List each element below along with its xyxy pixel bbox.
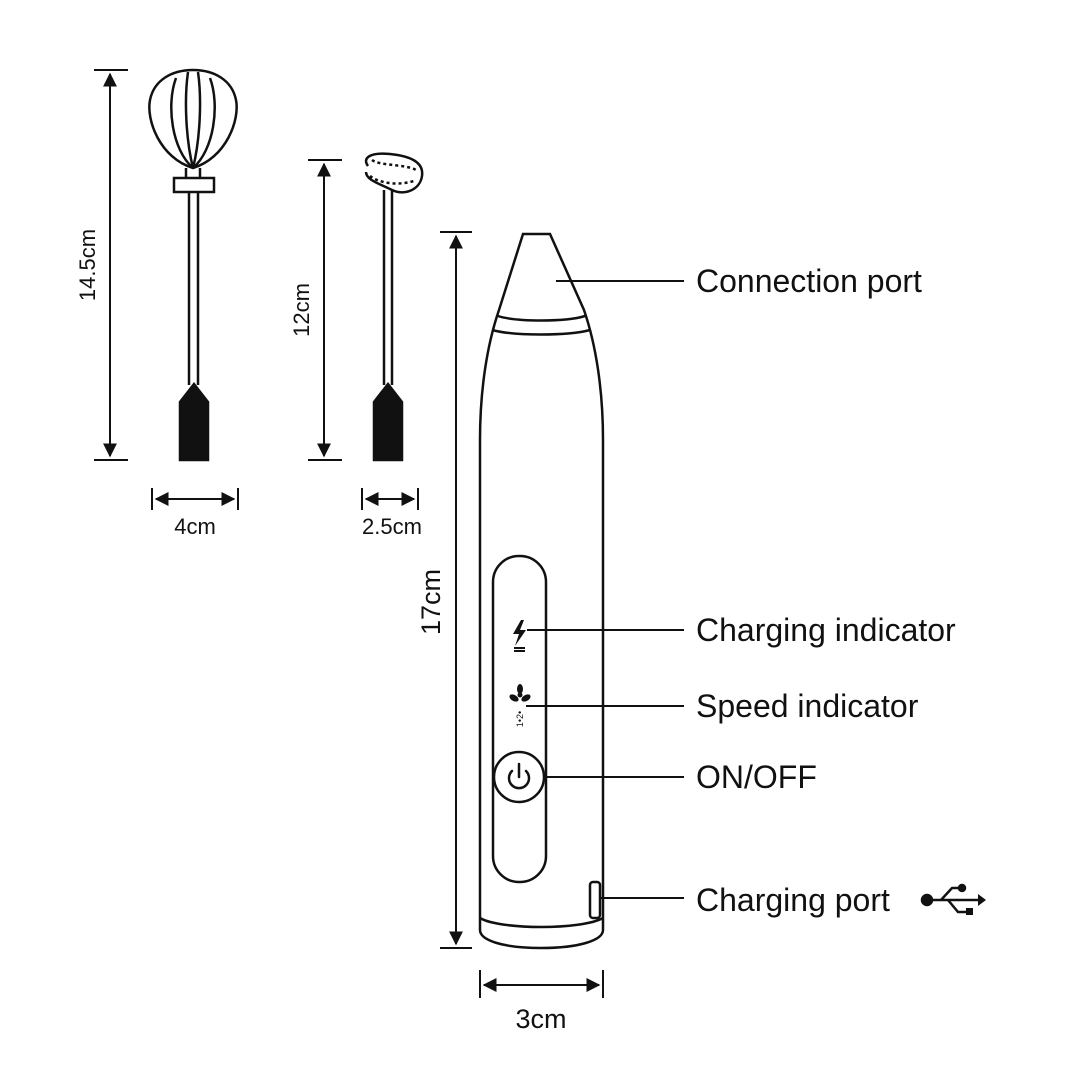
spring-whisk	[364, 152, 424, 462]
fan-icon	[509, 684, 531, 702]
power-button[interactable]	[492, 750, 546, 804]
callout-charging-indicator: Charging indicator	[696, 612, 956, 648]
callout-leaders	[526, 280, 684, 899]
callout-connection-port: Connection port	[696, 263, 922, 299]
spring-whisk-width-dimension	[361, 488, 419, 510]
handle-width-dimension	[479, 970, 604, 998]
balloon-whisk-height-label: 14.5cm	[75, 229, 100, 301]
frother-handle	[478, 232, 605, 950]
callout-charging-port: Charging port	[696, 882, 890, 918]
charging-port-slot	[588, 880, 602, 920]
power-icon	[507, 762, 531, 790]
handle-width-label: 3cm	[515, 1004, 566, 1034]
balloon-whisk-width-label: 4cm	[174, 514, 216, 539]
spring-whisk-height-dimension	[308, 159, 342, 461]
callout-speed-indicator: Speed indicator	[696, 688, 919, 724]
balloon-whisk	[148, 68, 238, 462]
speed-marks: 1•2•	[515, 711, 525, 727]
usb-icon	[920, 883, 986, 915]
spring-whisk-width-label: 2.5cm	[362, 514, 422, 539]
handle-height-dimension	[440, 231, 472, 949]
control-panel	[491, 554, 548, 884]
callout-on-off: ON/OFF	[696, 759, 817, 795]
handle-height-label: 17cm	[416, 569, 446, 635]
balloon-whisk-height-dimension	[94, 69, 128, 461]
balloon-whisk-width-dimension	[151, 488, 239, 510]
spring-whisk-height-label: 12cm	[289, 283, 314, 337]
lightning-icon	[513, 620, 526, 652]
